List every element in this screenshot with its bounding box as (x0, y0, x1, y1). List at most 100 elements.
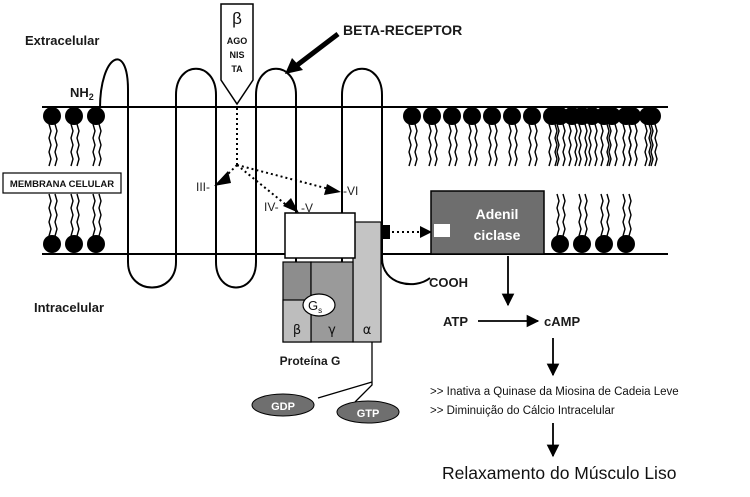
receptor-binding-box (284, 212, 356, 259)
lipid-tail (556, 193, 560, 237)
g-protein: Gs β γ α (282, 212, 382, 343)
lipid-group-left (43, 107, 105, 253)
lipid-tail (414, 123, 418, 167)
g-beta-label: β (293, 323, 301, 338)
gtp-ellipse (336, 400, 400, 424)
lipid-tail (622, 193, 626, 237)
lipid-tail (606, 193, 610, 237)
lipid-head (65, 235, 83, 253)
lipid-head (503, 107, 521, 125)
lipid-head (523, 107, 541, 125)
gtp-link-line (354, 342, 373, 403)
lipid-tail (606, 123, 610, 167)
lipid-tail (554, 123, 558, 167)
effect-1: >> Inativa a Quinase da Miosina de Cadei… (430, 386, 679, 398)
lipid-tail (76, 123, 80, 167)
atp-label: ATP (443, 314, 468, 329)
arrow-to-helix-5 (283, 198, 299, 213)
lipid-bilayer (43, 107, 661, 253)
lipid-tail (608, 123, 612, 167)
lipid-tail (92, 123, 96, 167)
lipid-head (551, 107, 569, 125)
lipid-tail (528, 123, 532, 167)
lipid-head (551, 235, 569, 253)
agonist-beta-symbol: β (232, 9, 242, 28)
lipid-tail (448, 123, 452, 167)
lipid-tail (508, 123, 512, 167)
lipid-head (403, 107, 421, 125)
lipid-tail (54, 193, 58, 237)
lipid-group-right-2 (551, 107, 657, 253)
gtp-label: GTP (357, 408, 380, 420)
g-alpha-label: α (363, 323, 372, 338)
helix-label-iv: IV- (264, 200, 279, 214)
beta-receptor-arrow-shaft (294, 32, 340, 68)
receptor-chain (99, 58, 431, 305)
lipid-head (87, 107, 105, 125)
lipid-tail (514, 123, 518, 167)
lipid-tail (556, 123, 560, 167)
lipid-tail (428, 123, 432, 167)
agonist-shape (220, 3, 254, 106)
lipid-tail (614, 123, 618, 167)
lipid-head (483, 107, 501, 125)
lipid-tail (468, 123, 472, 167)
beta-receptor-arrow-head (285, 58, 303, 74)
agonist-line-2: NIS (229, 50, 244, 60)
lipid-tail (578, 193, 582, 237)
gdp-label: GDP (271, 401, 295, 413)
lipid-tail (98, 123, 102, 167)
lipid-tail (594, 123, 598, 167)
arrow-to-helix-6 (324, 184, 341, 195)
lipid-tail (454, 123, 458, 167)
lipid-tail (70, 193, 74, 237)
intracellular-label: Intracelular (34, 300, 104, 315)
lipid-tail (548, 123, 552, 167)
lipid-head (423, 107, 441, 125)
gdp-ellipse (251, 393, 315, 417)
lipid-head (43, 107, 61, 125)
extracellular-label: Extracelular (25, 33, 99, 48)
lipid-tail (92, 193, 96, 237)
lipid-tail (600, 123, 604, 167)
lipid-tail (588, 123, 592, 167)
lipid-tail (488, 123, 492, 167)
lipid-tail (568, 123, 572, 167)
beta-receptor-label: BETA-RECEPTOR (343, 22, 462, 38)
lipid-head (617, 235, 635, 253)
adenylyl-line-2: ciclase (474, 227, 521, 243)
lipid-head (87, 235, 105, 253)
arrow-to-helix-3 (214, 171, 231, 186)
lipid-head (65, 107, 83, 125)
lipid-head (573, 107, 591, 125)
lipid-group-right (403, 107, 661, 167)
adenylyl-notch (434, 224, 450, 237)
lipid-head (595, 235, 613, 253)
lipid-tail (54, 123, 58, 167)
lipid-tail (600, 193, 604, 237)
lipid-tail (650, 123, 654, 167)
lipid-tail (534, 123, 538, 167)
lipid-tail (408, 123, 412, 167)
result-label: Relaxamento do Músculo Liso (442, 463, 676, 483)
lipid-tail (578, 123, 582, 167)
lipid-tail (562, 193, 566, 237)
lipid-tail (494, 123, 498, 167)
lipid-head (43, 235, 61, 253)
agonist-line-1: AGO (227, 36, 248, 46)
lipid-head (639, 107, 657, 125)
lipid-head (463, 107, 481, 125)
lipid-tail (584, 193, 588, 237)
adenylyl-cyclase-box (430, 190, 545, 255)
cooh-label: COOH (429, 275, 468, 290)
lipid-head (595, 107, 613, 125)
helix-label-v: -V (301, 201, 313, 215)
membrane-label: MEMBRANA CELULAR (10, 179, 114, 190)
adenylyl-line-1: Adenil (476, 206, 519, 222)
agonist-line-3: TA (231, 64, 243, 74)
lipid-tail (76, 193, 80, 237)
lipid-tail (98, 193, 102, 237)
lipid-tail (584, 123, 588, 167)
